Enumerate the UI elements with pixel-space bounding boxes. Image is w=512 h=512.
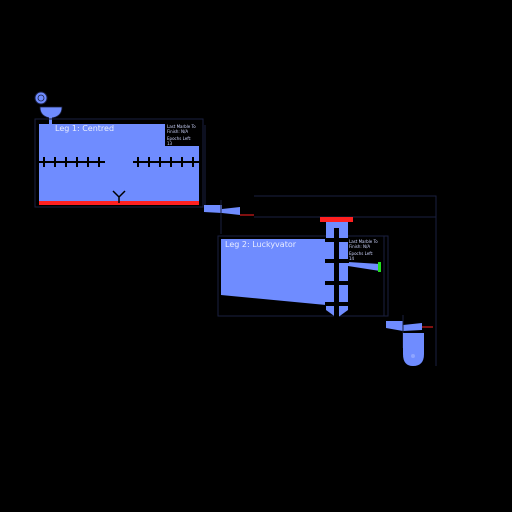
leg1-peg-row-left <box>39 157 105 167</box>
collector-cup-icon <box>403 333 424 366</box>
leg2-info-line2: Finish: N/A <box>349 244 371 249</box>
funnel-spout <box>49 116 52 124</box>
leg2-info-box <box>347 238 381 262</box>
leg2-info-panel: Last Marble To Finish: N/A Epochs Left: … <box>349 239 378 261</box>
leg1-info-line1: Last Marble To <box>167 124 196 129</box>
leg2-water <box>221 239 326 305</box>
leg1-info-line2: Finish: N/A <box>167 129 189 134</box>
leg1-info-line3: Epochs Left: <box>167 136 192 141</box>
exit-chute <box>386 321 422 331</box>
leg1-peg-row-right <box>133 157 199 167</box>
marble-icon <box>34 91 48 105</box>
leg1-info-box <box>165 123 200 146</box>
leg2-frame <box>217 235 389 317</box>
collected-marble <box>411 354 415 358</box>
connector-chute <box>204 205 240 215</box>
leg2-title: Leg 2: Luckyvator <box>225 240 297 249</box>
leg2-ramp <box>348 262 380 271</box>
elevator-rungs <box>325 228 349 318</box>
leg1-title: Leg 1: Centred <box>55 124 115 133</box>
leg1-info-panel: Last Marble To Finish: N/A Epochs Left: … <box>167 124 196 146</box>
leg2-epochs-value: 14 <box>349 256 355 261</box>
leg2-outer-frame <box>254 195 437 366</box>
leg2-info-line3: Epochs Left: <box>349 251 374 256</box>
splitter-icon <box>112 190 126 203</box>
leg2-goal-marker <box>378 262 381 272</box>
leg1-frame <box>34 118 204 208</box>
leg1-epochs-value: 13 <box>167 141 173 146</box>
elevator-hazard-cap <box>320 217 353 222</box>
leg2-info-line1: Last Marble To <box>349 239 378 244</box>
